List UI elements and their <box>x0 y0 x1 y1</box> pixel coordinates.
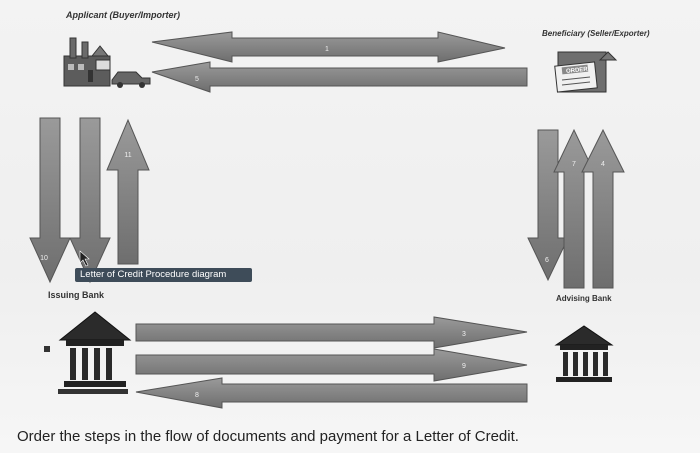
order-document-icon: ORDER <box>554 51 618 93</box>
bank-building-icon-advising <box>554 325 614 382</box>
beneficiary-label: Beneficiary (Seller/Exporter) <box>542 29 650 38</box>
arrow-step-1 <box>151 31 506 63</box>
arrow-step-5 <box>151 61 528 93</box>
step-label-5: 5 <box>195 76 199 83</box>
arrow-step-3 <box>135 316 528 349</box>
step-label-11: 11 <box>124 152 131 159</box>
arrow-step-unlabeled <box>69 117 111 284</box>
cursor-icon <box>79 250 90 267</box>
step-label-3: 3 <box>462 331 466 338</box>
diagram-caption: Letter of Credit Procedure diagram <box>75 268 252 282</box>
arrow-step-7 <box>553 128 595 289</box>
arrow-step-4 <box>581 128 625 289</box>
advising-bank-label: Advising Bank <box>556 294 612 303</box>
step-label-8: 8 <box>195 392 199 399</box>
arrow-step-11 <box>106 118 150 265</box>
step-label-9: 9 <box>462 363 466 370</box>
question-text: Order the steps in the flow of documents… <box>17 428 519 445</box>
step-label-10: 10 <box>40 255 48 262</box>
step-label-4: 4 <box>601 161 605 168</box>
order-stamp: ORDER <box>566 67 589 75</box>
issuing-bank-label: Issuing Bank <box>48 290 105 300</box>
step-label-1: 1 <box>325 46 329 53</box>
step-label-7: 7 <box>572 161 576 168</box>
applicant-label: Applicant (Buyer/Importer) <box>66 10 181 20</box>
bank-building-icon-issuing <box>44 311 132 394</box>
step-label-6: 6 <box>545 257 549 264</box>
arrow-step-9 <box>135 348 528 382</box>
arrow-step-8 <box>135 377 528 409</box>
factory-icon <box>63 37 151 88</box>
arrow-step-10 <box>29 117 71 284</box>
